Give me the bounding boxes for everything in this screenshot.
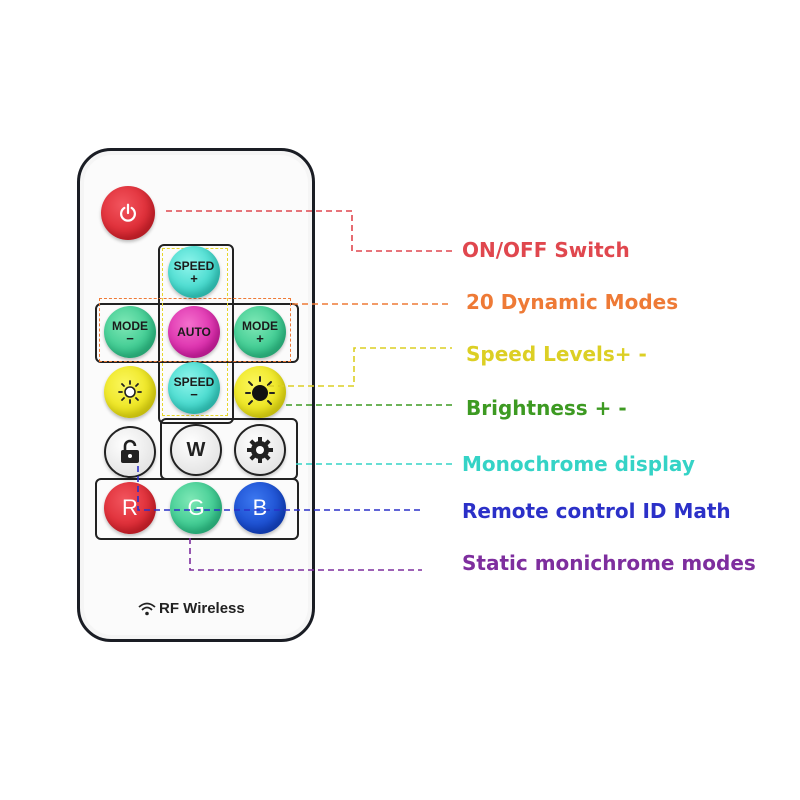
white-label: W (186, 438, 206, 461)
brightness-down-button[interactable] (104, 366, 156, 418)
label-mono-display: Monochrome display (462, 452, 695, 476)
auto-button[interactable]: AUTO (168, 306, 220, 358)
green-button[interactable]: G (170, 482, 222, 534)
speed-line (268, 347, 452, 387)
blue-button[interactable]: B (234, 482, 286, 534)
brightness-up-button[interactable] (234, 366, 286, 418)
auto-label: AUTO (177, 325, 211, 339)
label-brightness: Brightness + - (466, 396, 627, 420)
gear-icon (247, 437, 273, 463)
power-icon (120, 203, 136, 222)
speed-down-button[interactable]: SPEED − (168, 362, 220, 414)
mode-up-sign: + (256, 330, 264, 346)
on-off-line (166, 210, 452, 252)
settings-button[interactable] (234, 424, 286, 476)
wifi-icon (138, 602, 156, 615)
power-button[interactable] (101, 186, 155, 240)
sun-large-icon (245, 376, 275, 405)
label-dynamic-modes: 20 Dynamic Modes (466, 290, 679, 314)
lock-icon (121, 439, 139, 463)
red-label: R (122, 495, 138, 520)
id-match-line (137, 466, 420, 511)
speed-up-label: SPEED (173, 258, 215, 273)
white-button[interactable]: W (170, 424, 222, 476)
label-on-off: ON/OFF Switch (462, 238, 630, 262)
lock-button[interactable] (104, 426, 156, 478)
static-modes-line (189, 538, 422, 571)
mode-up-button[interactable]: MODE + (234, 306, 286, 358)
label-id-match: Remote control ID Math (462, 499, 731, 523)
green-label: G (187, 495, 205, 520)
sun-small-icon (118, 380, 142, 404)
mode-up-label: MODE (242, 318, 278, 333)
label-static-modes: Static monichrome modes (462, 551, 756, 575)
red-button[interactable]: R (104, 482, 156, 534)
blue-label: B (252, 495, 268, 520)
rf-wireless-text: RF Wireless (138, 600, 245, 617)
mode-down-sign: − (126, 330, 134, 346)
speed-up-button[interactable]: SPEED + (168, 246, 220, 298)
speed-up-sign: + (190, 270, 198, 286)
mode-down-label: MODE (112, 318, 148, 333)
mode-down-button[interactable]: MODE − (104, 306, 156, 358)
speed-down-sign: − (190, 386, 198, 402)
speed-down-label: SPEED (173, 374, 215, 389)
label-speed-levels: Speed Levels+ - (466, 342, 647, 366)
rf-wireless-label: RF Wireless (159, 600, 245, 617)
